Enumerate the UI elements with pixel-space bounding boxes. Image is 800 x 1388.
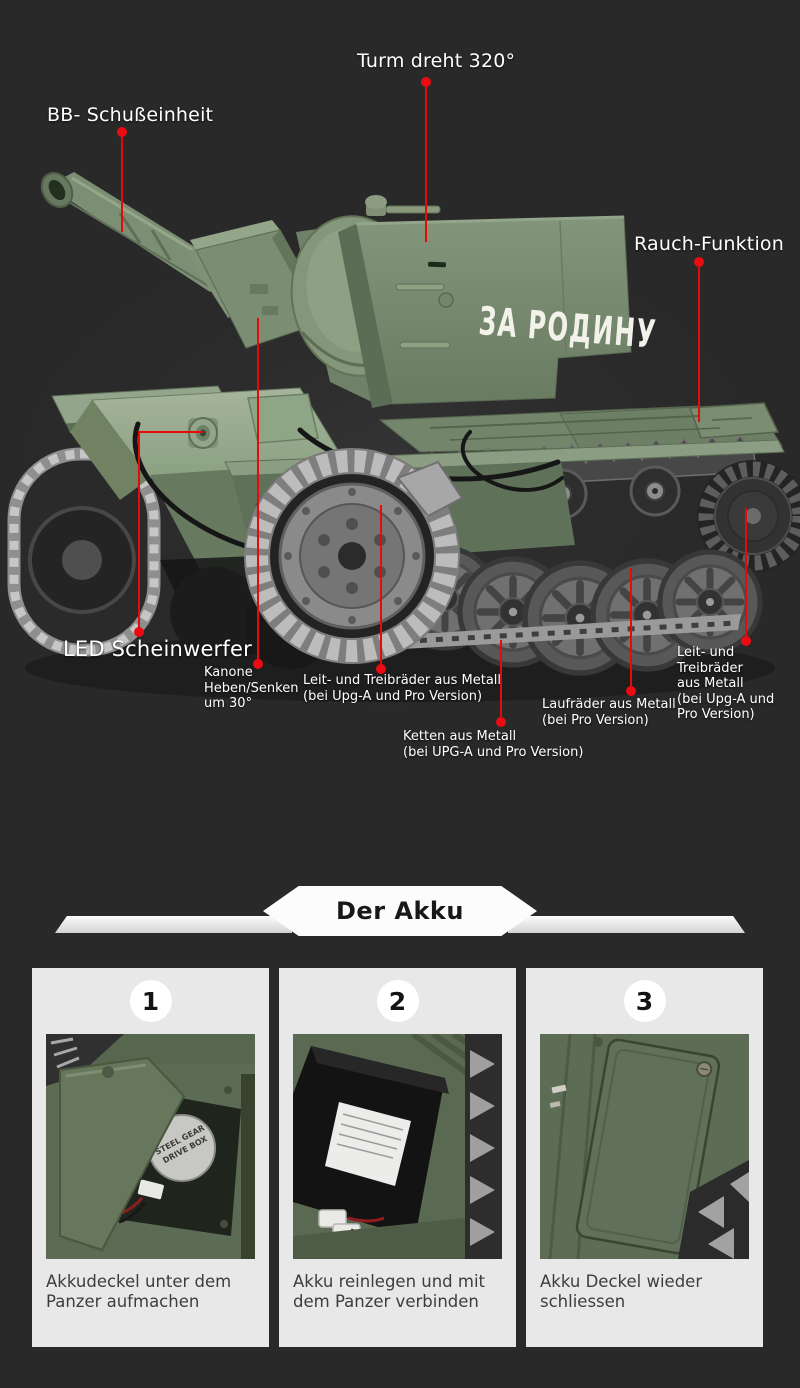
annotation-dot [134, 627, 144, 637]
annotation-dot [253, 659, 263, 669]
step-caption: Akku reinlegen und mit dem Panzer verbin… [293, 1272, 486, 1312]
tank-illustration: ЗА РОДИНУ [0, 172, 800, 750]
annotation-idler-drive-wheels-left: Leit- und Treibräder aus Metall (bei Upg… [303, 673, 502, 704]
step-number-badge: 3 [623, 980, 666, 1022]
annotation-gun-elevation: Kanone Heben/Senken um 30° [204, 665, 299, 711]
annotation-line [257, 318, 259, 661]
annotation-line [745, 508, 747, 638]
rear-idler-wheel [697, 460, 800, 572]
annotation-line [630, 568, 632, 688]
annotation-dot [694, 257, 704, 267]
return-roller [629, 465, 681, 517]
annotation-line [698, 265, 700, 422]
annotation-line [121, 135, 123, 232]
banner-title: Der Akku [263, 886, 537, 936]
annotation-metal-tracks: Ketten aus Metall (bei UPG-A und Pro Ver… [403, 729, 584, 760]
annotation-dot [496, 717, 506, 727]
annotation-line [138, 431, 204, 433]
step-number-badge: 2 [376, 980, 419, 1022]
step-photo-battery-cover-open: STEEL GEAR DRIVE BOX [46, 1034, 255, 1259]
step-caption: Akku Deckel wieder schliessen [540, 1272, 703, 1312]
annotation-dot [421, 77, 431, 87]
annotation-dot [626, 686, 636, 696]
headlight [188, 417, 218, 449]
step-number-badge: 1 [129, 980, 172, 1022]
banner-bar-left [55, 916, 292, 933]
step-card-1: 1 STEEL GEAR DRIVE BOX [32, 968, 269, 1347]
akku-banner: Der Akku [0, 886, 800, 942]
step-card-3: 3 [526, 968, 763, 1347]
step-photo-battery-cover-closed [540, 1034, 749, 1259]
annotation-smoke-function: Rauch-Funktion [634, 233, 784, 255]
step-photo-battery-insert [293, 1034, 502, 1259]
annotation-led-headlight: LED Scheinwerfer [63, 637, 252, 661]
annotation-line [500, 640, 502, 719]
banner-bar-right [508, 916, 745, 933]
left-track [7, 447, 161, 657]
annotation-bb-unit: BB- Schußeinheit [47, 104, 214, 126]
annotation-dot [117, 127, 127, 137]
annotation-line [138, 432, 140, 630]
track-bottom-run [350, 614, 741, 652]
annotation-road-wheels: Laufräder aus Metall (bei Pro Version) [542, 697, 676, 728]
tank-rear-deck [378, 402, 783, 459]
battery-steps: 1 STEEL GEAR DRIVE BOX [32, 968, 768, 1347]
annotation-dot [376, 664, 386, 674]
annotation-dot [741, 636, 751, 646]
annotation-line [380, 505, 382, 666]
step-card-2: 2 [279, 968, 516, 1347]
hero-section: ЗА РОДИНУ Turm dreht 320° BB- Schußeinhe… [0, 50, 800, 760]
step-caption: Akkudeckel unter dem Panzer aufmachen [46, 1272, 232, 1312]
annotation-idler-drive-wheels-right: Leit- und Treibräder aus Metall (bei Upg… [677, 645, 775, 722]
annotation-line [425, 84, 427, 242]
tank-turret: ЗА РОДИНУ [40, 172, 658, 408]
annotation-turret-rotation: Turm dreht 320° [357, 50, 516, 72]
